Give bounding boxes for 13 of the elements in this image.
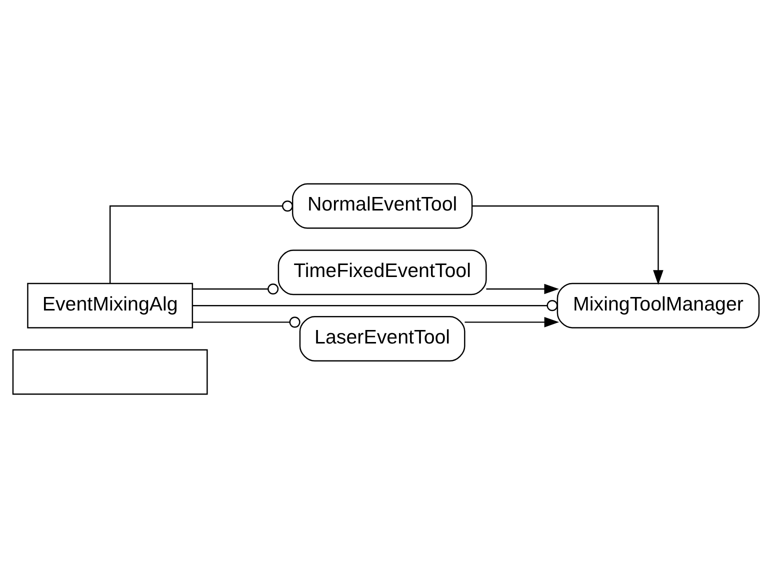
node-box: MixingToolManager [556, 282, 760, 328]
connector [192, 316, 300, 328]
connector [192, 300, 558, 311]
node-box: LaserEventTool [299, 316, 466, 362]
connector [192, 282, 279, 294]
node-box: NormalEventTool [292, 182, 473, 228]
node-box [12, 348, 208, 394]
node-box: EventMixingAlg [27, 282, 194, 328]
connector [109, 200, 294, 282]
arrow [464, 316, 560, 327]
arrow [486, 283, 559, 294]
arrow [472, 204, 664, 284]
node-box: TimeFixedEventTool [278, 249, 487, 295]
